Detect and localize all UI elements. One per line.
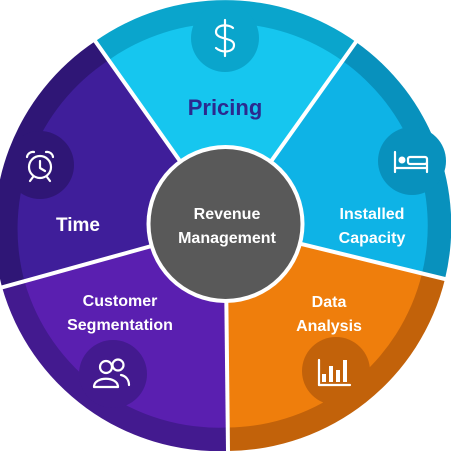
center-hub [150,149,301,299]
label-data-analysis-line2: Analysis [296,318,362,335]
users-icon [92,358,131,389]
label-pricing: Pricing [188,95,263,120]
dollar-icon [214,18,236,58]
label-data-analysis-line1: Data [312,294,347,311]
label-customer-segmentation-line1: Customer [83,293,158,310]
center-label-line1: Revenue [194,206,261,223]
alarm-clock-icon [25,150,55,183]
label-installed-capacity-line1: Installed [340,206,405,223]
center-label-line2: Management [178,230,276,247]
label-customer-segmentation-line2: Segmentation [67,317,173,334]
label-installed-capacity-line2: Capacity [339,230,406,247]
bed-icon [393,150,429,174]
customer-segmentation-icon-badge [79,340,147,408]
label-time: Time [56,215,100,236]
segment-pricing-fill [108,23,343,226]
bar-chart-icon [317,358,352,387]
segment-pricing [95,0,357,226]
installed-capacity-icon-badge [378,127,446,195]
